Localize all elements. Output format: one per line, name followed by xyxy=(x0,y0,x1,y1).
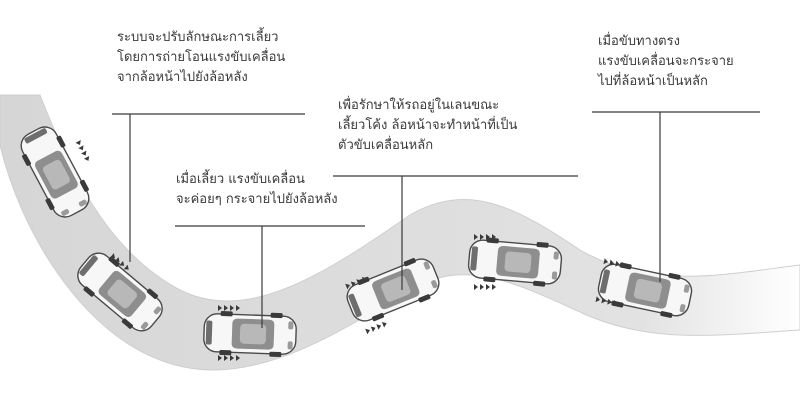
callout-4-line-3: ไปที่ล้อหน้าเป็นหลัก xyxy=(598,74,708,89)
car-1-arrows xyxy=(75,140,92,163)
winding-road xyxy=(0,94,800,371)
callout-keep-in-lane: เพื่อรักษาให้รถอยู่ในเลนขณะ เลี้ยวโค้ง ล… xyxy=(338,96,517,156)
callout-3-leader xyxy=(333,175,578,290)
callout-2-line-2: จะค่อยๆ กระจายไปยังล้อหลัง xyxy=(176,192,338,207)
callout-3-line-2: เลี้ยวโค้ง ล้อหน้าจะทำหน้าที่เป็น xyxy=(338,118,518,133)
callout-4-leader xyxy=(592,111,760,282)
callout-1-line-1: ระบบจะปรับลักษณะการเลี้ยว xyxy=(117,30,279,45)
callout-straight-front: เมื่อขับทางตรง แรงขับเคลื่อนจะกระจาย ไปท… xyxy=(598,32,734,92)
callout-transfer-to-rear: ระบบจะปรับลักษณะการเลี้ยว โดยการถ่ายโอนแ… xyxy=(117,28,285,88)
callout-1-line-2: โดยการถ่ายโอนแรงขับเคลื่อน xyxy=(117,50,286,65)
callout-3-line-3: ตัวขับเคลื่อนหลัก xyxy=(338,138,434,153)
car-5 xyxy=(466,235,564,289)
car-5-arrows-bottom xyxy=(474,284,496,290)
callout-4-line-1: เมื่อขับทางตรง xyxy=(598,34,680,49)
callout-1-leader xyxy=(112,113,305,262)
callout-1-line-3: จากล้อหน้าไปยังล้อหลัง xyxy=(117,70,248,85)
car-4-arrows-bottom xyxy=(365,320,388,335)
callout-2-leader xyxy=(175,225,365,328)
callout-turning-distribute: เมื่อเลี้ยว แรงขับเคลื่อน จะค่อยๆ กระจาย… xyxy=(176,170,338,210)
callout-2-line-1: เมื่อเลี้ยว แรงขับเคลื่อน xyxy=(176,172,305,187)
car-3 xyxy=(202,309,298,359)
callout-4-line-2: แรงขับเคลื่อนจะกระจาย xyxy=(598,54,734,69)
callout-3-line-1: เพื่อรักษาให้รถอยู่ในเลนขณะ xyxy=(338,98,500,113)
